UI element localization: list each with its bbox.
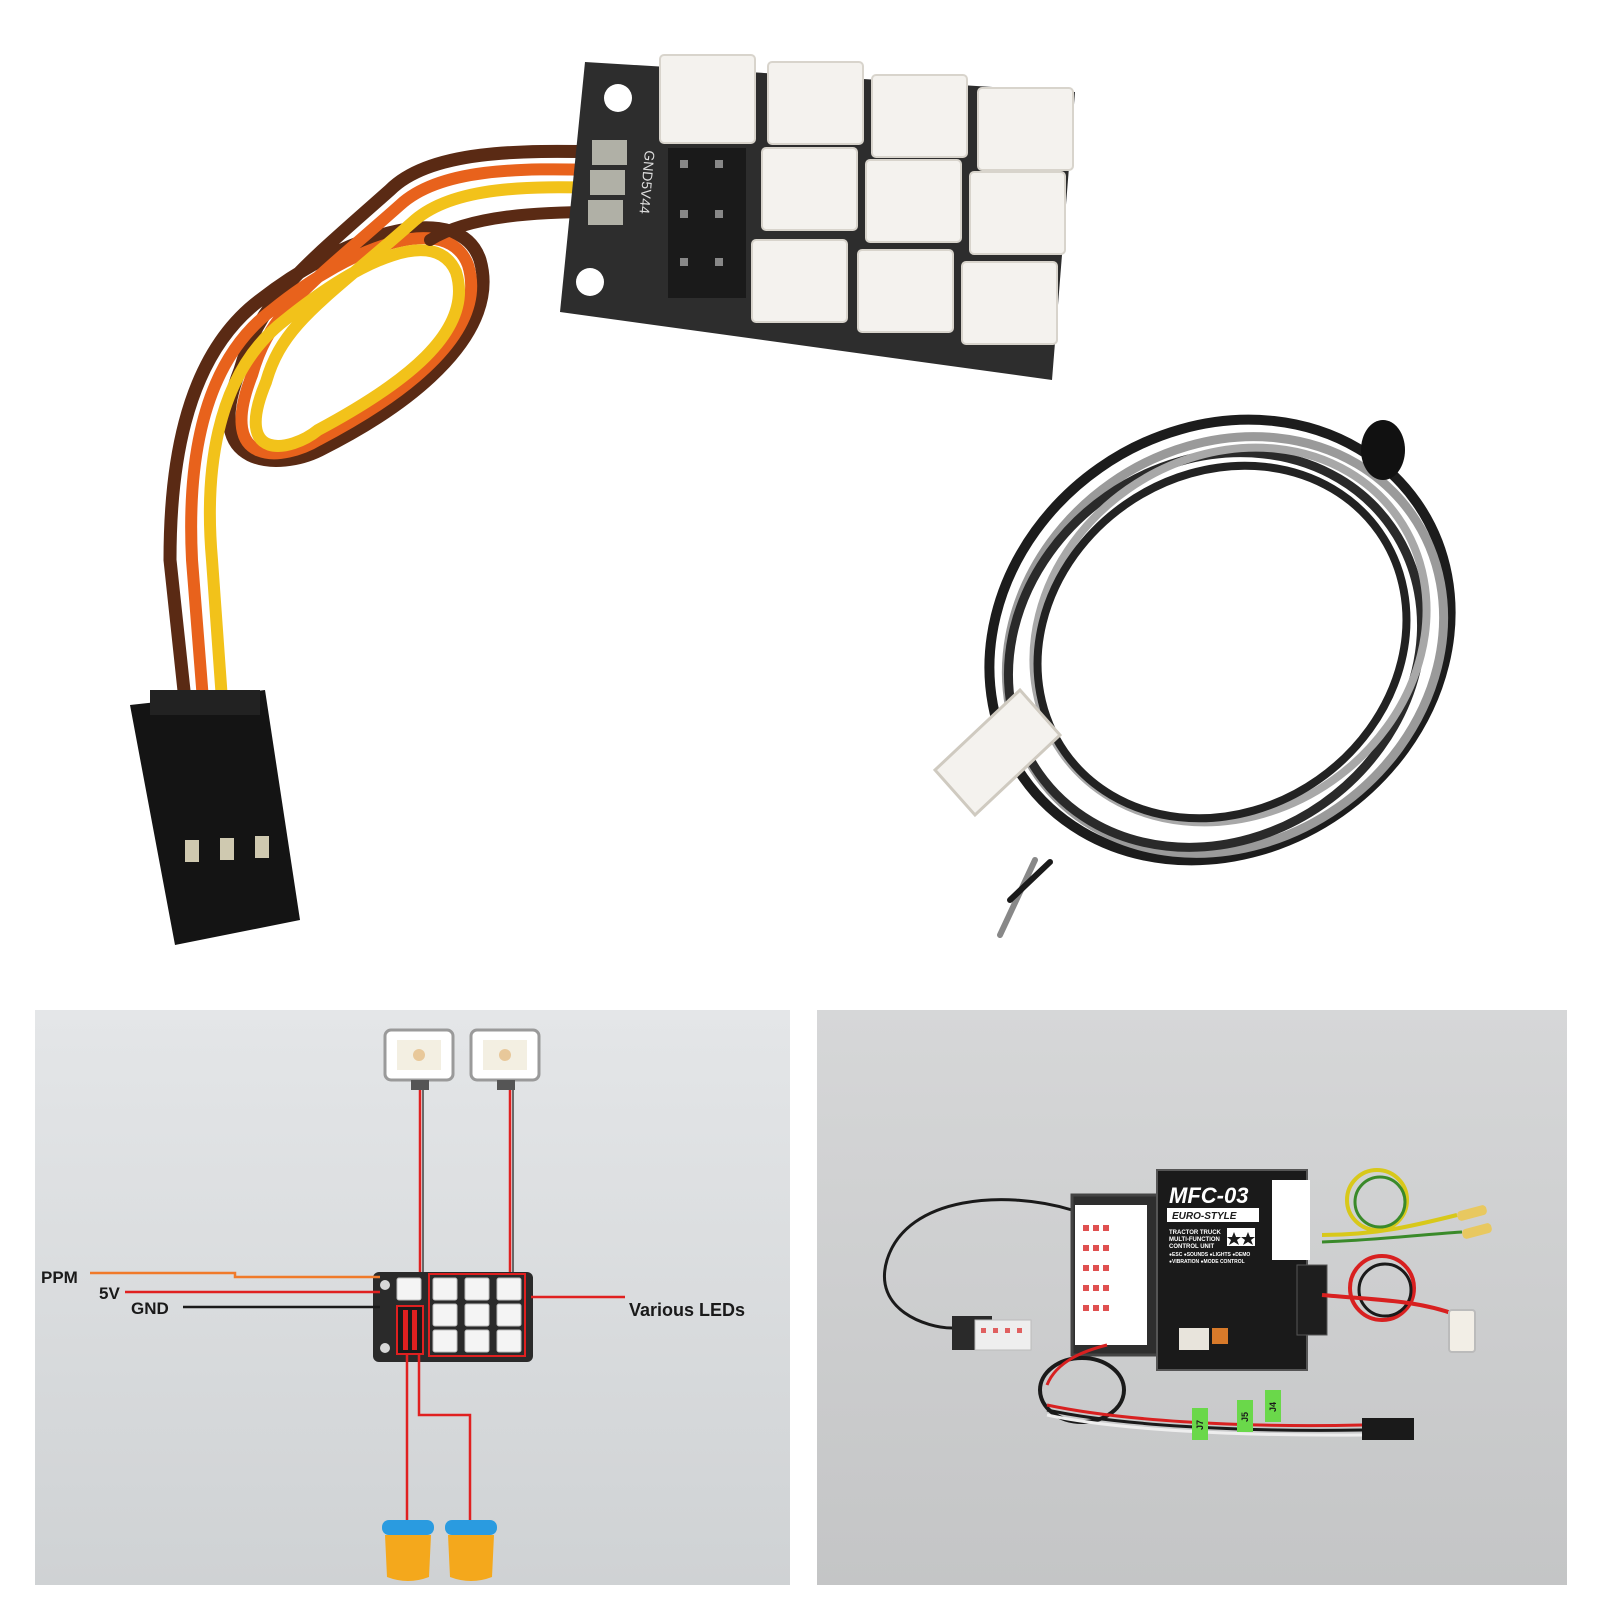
- mfc-unit-photo-svg: MFC-03 EURO-STYLE TRACTOR TRUCK MULTI-FU…: [883, 1168, 1492, 1440]
- feature-line-1: ●ESC ●SOUNDS ●LIGHTS ●DEMO: [1169, 1252, 1250, 1258]
- mfc-main-unit: MFC-03 EURO-STYLE TRACTOR TRUCK MULTI-FU…: [1070, 1169, 1328, 1371]
- diagram-board: [373, 1272, 533, 1362]
- label-gnd: GND: [131, 1299, 169, 1318]
- led-bulb-1: [382, 1520, 434, 1581]
- model-name: MFC-03: [1169, 1183, 1248, 1208]
- bullet-connectors: [1457, 1205, 1492, 1239]
- board-silkscreen: GND5V44: [636, 150, 658, 215]
- label-ppm: PPM: [41, 1268, 78, 1287]
- tag-j7: J7: [1192, 1408, 1208, 1440]
- product-photo-illustration: GND5V44: [130, 54, 1456, 945]
- jst-connector: [932, 687, 1063, 818]
- extension-cable-coil: [984, 414, 1456, 938]
- servo-connector: [130, 690, 300, 945]
- led-sockets: [659, 54, 1074, 345]
- subtitle-line-1: TRACTOR TRUCK: [1169, 1230, 1222, 1236]
- tamiya-star-logo: [1227, 1228, 1255, 1246]
- wiring-diagram-svg: PPM 5V GND Various LEDs: [41, 1028, 745, 1581]
- led-lamp-top-1: [383, 1028, 455, 1090]
- subtitle-line-3: CONTROL UNIT: [1169, 1244, 1215, 1250]
- tag-j7-label: J7: [1195, 1420, 1205, 1430]
- small-led-board: [952, 1316, 1032, 1351]
- tag-j4-label: J4: [1268, 1402, 1278, 1412]
- yellow-green-wire: [1321, 1168, 1463, 1244]
- mfc-unit-photo: MFC-03 EURO-STYLE TRACTOR TRUCK MULTI-FU…: [817, 1010, 1567, 1585]
- bulb-wires: [405, 1355, 472, 1522]
- product-photo: GND5V44: [130, 54, 1456, 945]
- label-5v: 5V: [99, 1284, 120, 1303]
- led-lamp-top-2: [469, 1028, 541, 1090]
- led-distribution-board: GND5V44: [560, 54, 1075, 380]
- feature-line-2: ●VIBRATION ●MODE CONTROL: [1169, 1259, 1245, 1265]
- tamiya-plug: [1448, 1309, 1476, 1353]
- mounting-hole: [604, 84, 632, 112]
- red-black-wire: [1321, 1254, 1458, 1322]
- servo-wire-harness: [163, 144, 612, 707]
- wiring-diagram: PPM 5V GND Various LEDs: [35, 1010, 790, 1585]
- pin-header: [668, 148, 746, 298]
- tag-j5: J5: [1237, 1400, 1253, 1432]
- style-label: EURO-STYLE: [1172, 1211, 1237, 1222]
- harness-connector: [1362, 1418, 1414, 1440]
- tag-j4: J4: [1265, 1390, 1281, 1422]
- label-various-leds: Various LEDs: [629, 1300, 745, 1320]
- bottom-harness: [1038, 1343, 1363, 1437]
- antenna-wire: [883, 1198, 1073, 1330]
- subtitle-line-2: MULTI-FUNCTION: [1169, 1237, 1220, 1243]
- lamp-wires: [418, 1090, 514, 1280]
- input-wires: [90, 1271, 625, 1309]
- led-bulb-2: [445, 1520, 497, 1581]
- mounting-hole: [576, 268, 604, 296]
- tag-j5-label: J5: [1240, 1412, 1250, 1422]
